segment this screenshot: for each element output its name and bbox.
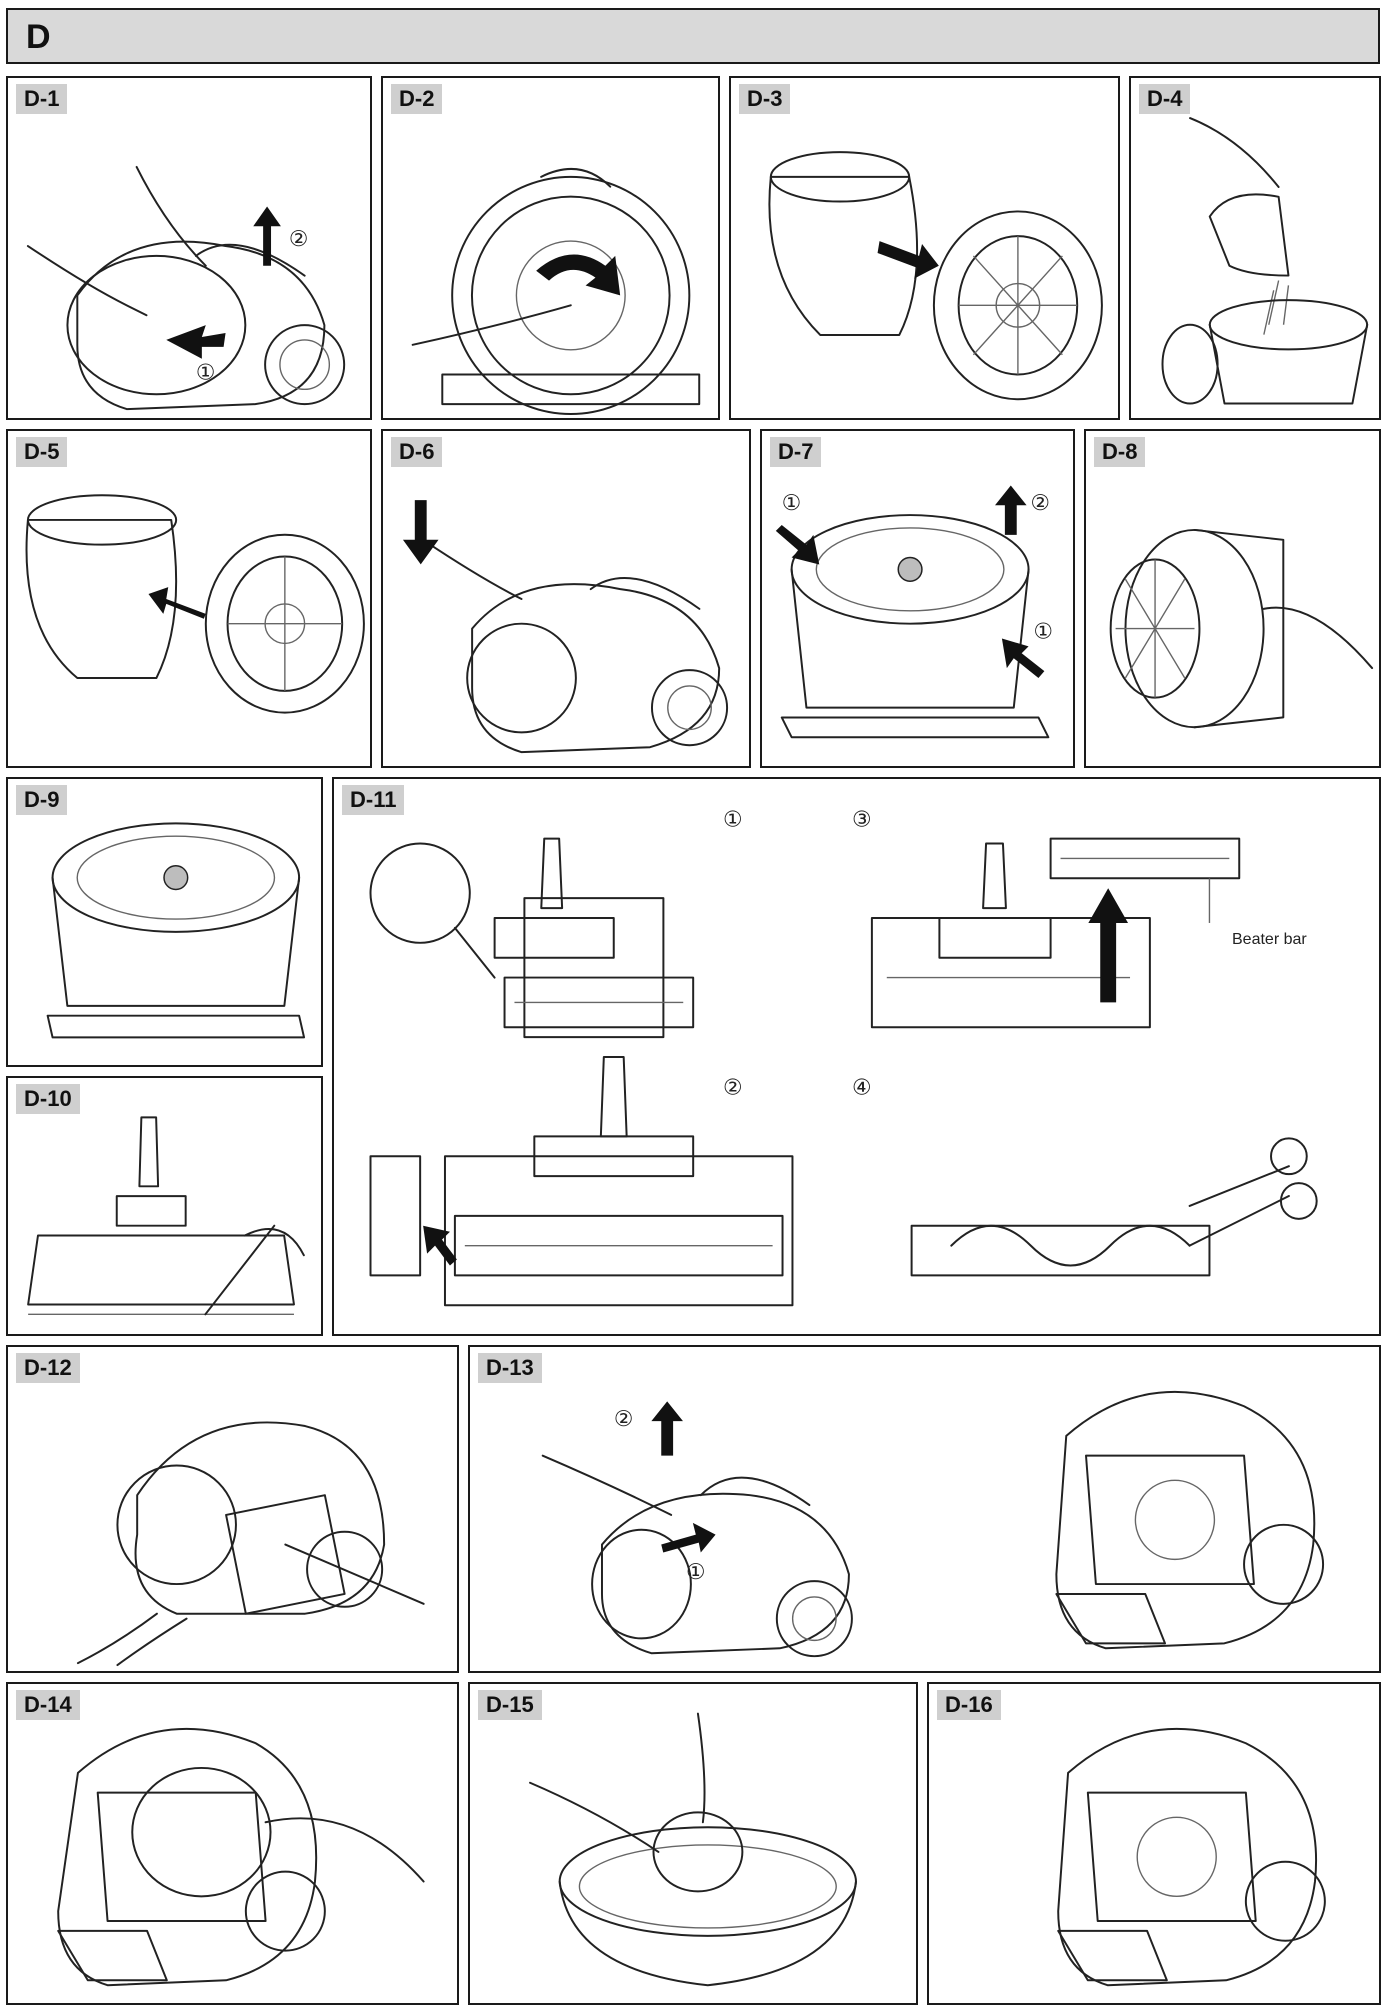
filter-pad-installed-illustration [1057,1728,1326,1987]
panel-label: D-12 [16,1353,80,1383]
filter-insert-illustration [25,494,365,714]
panel-label: D-14 [16,1690,80,1720]
filter-remove-illustration [768,151,1103,401]
panel-d12: D-12 [6,1345,459,1673]
step-1-marker: ① [686,1560,705,1585]
empty-dust-illustration [1161,117,1369,405]
filter-clean-illustration [1109,528,1374,729]
panel-label: D-9 [16,785,68,815]
vacuum-lock-illustration [402,500,729,754]
step-1-marker: ① [196,360,216,385]
beater-bar-label: Beater bar [1232,931,1307,948]
panel-label: D-3 [739,84,791,114]
panel-d14: D-14 [6,1682,459,2005]
panel-d1: D-1 ① ② [6,76,372,420]
panel-label: D-2 [391,84,443,114]
step-3-marker: ③ [852,808,872,833]
panel-label: D-10 [16,1084,80,1114]
panel-d8: D-8 [1084,429,1381,768]
panel-d7: D-7 ① ① ② [760,429,1075,768]
step-4-marker: ④ [852,1076,872,1101]
panel-label: D-11 [342,785,405,815]
step-2-marker: ② [723,1076,743,1101]
vacuum-unlock-illustration: ① ② [26,165,346,411]
step-2-marker: ② [1031,491,1050,516]
body-wipe-illustration [76,1421,425,1667]
section-header: D [6,8,1380,64]
filter-release-illustration: ① ① ② [775,485,1053,739]
panel-d13: D-13 ① ② [468,1345,1381,1673]
panel-label: D-8 [1094,437,1146,467]
panel-d5: D-5 [6,429,372,768]
panel-d3: D-3 [729,76,1120,420]
panel-label: D-7 [770,437,822,467]
panel-label: D-4 [1139,84,1191,114]
beater-bar-removal-illustration: ① ③ ② ④ [369,808,1318,1307]
step-1-marker: ① [1034,619,1053,644]
panel-d9: D-9 [6,777,323,1067]
step-1-marker: ① [723,808,743,833]
filter-rotate-illustration [411,168,701,416]
panel-label: D-6 [391,437,443,467]
panel-d15: D-15 [468,1682,918,2005]
section-letter: D [26,18,51,56]
cover-open-illustration: ① ② [541,1391,1325,1658]
panel-d4: D-4 [1129,76,1381,420]
filter-assembled-illustration [46,822,306,1039]
panel-d6: D-6 [381,429,751,768]
panel-d10: D-10 [6,1076,323,1336]
panel-label: D-15 [478,1690,542,1720]
floor-nozzle-brush-illustration [27,1116,305,1316]
panel-label: D-1 [16,84,68,114]
panel-d2: D-2 [381,76,720,420]
panel-label: D-13 [478,1353,542,1383]
step-1-marker: ① [782,491,801,516]
panel-label: D-16 [937,1690,1001,1720]
filter-pad-remove-illustration [57,1728,425,1987]
panel-d11: D-11 ① ③ ② ④ Beater bar [332,777,1381,1336]
step-2-marker: ② [289,227,308,252]
panel-label: D-5 [16,437,68,467]
panel-d16: D-16 [927,1682,1381,2005]
filter-pad-wash-illustration [529,1712,857,1987]
step-2-marker: ② [614,1407,633,1432]
